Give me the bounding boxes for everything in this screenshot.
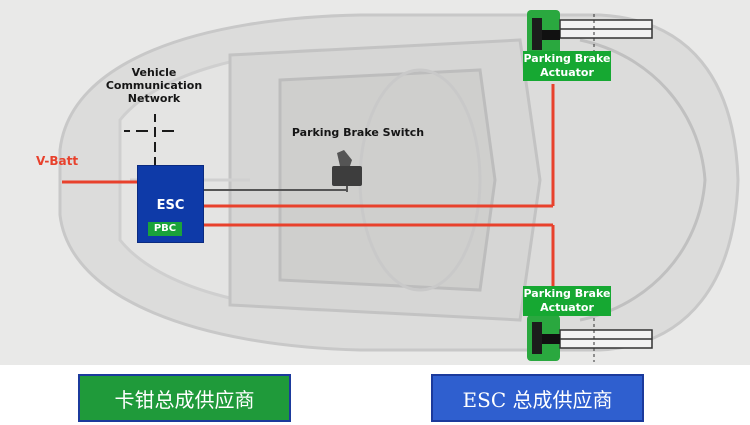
- esc-supplier-button[interactable]: ESC 总成供应商: [431, 374, 644, 422]
- actuator-top-line-2: Actuator: [540, 66, 594, 79]
- actuator-assembly-top: [527, 10, 653, 58]
- vehicle-network-label: Vehicle Communication Network: [104, 66, 204, 105]
- pbc-label: PBC: [148, 222, 182, 236]
- vehicle-network-line-1: Vehicle: [131, 66, 177, 79]
- wiring: [62, 84, 555, 288]
- parking-brake-switch-label: Parking Brake Switch: [291, 126, 425, 139]
- esc-label: ESC: [156, 198, 185, 213]
- parking-brake-switch-icon: [332, 150, 362, 186]
- actuator-bottom-line-2: Actuator: [540, 301, 594, 314]
- car-silhouette: [58, 13, 740, 352]
- network-connector: [124, 114, 174, 165]
- vehicle-network-line-2: Communication: [105, 79, 203, 92]
- caliper-supplier-button[interactable]: 卡钳总成供应商: [78, 374, 291, 422]
- actuator-top-line-1: Parking Brake: [523, 52, 611, 65]
- vehicle-network-line-3: Network: [127, 92, 181, 105]
- parking-brake-actuator-top: Parking Brake Actuator: [523, 51, 611, 81]
- parking-brake-actuator-bottom: Parking Brake Actuator: [523, 286, 611, 316]
- actuator-assembly-bottom: [527, 315, 653, 362]
- actuator-bottom-line-1: Parking Brake: [523, 287, 611, 300]
- vbatt-label: V-Batt: [36, 154, 79, 168]
